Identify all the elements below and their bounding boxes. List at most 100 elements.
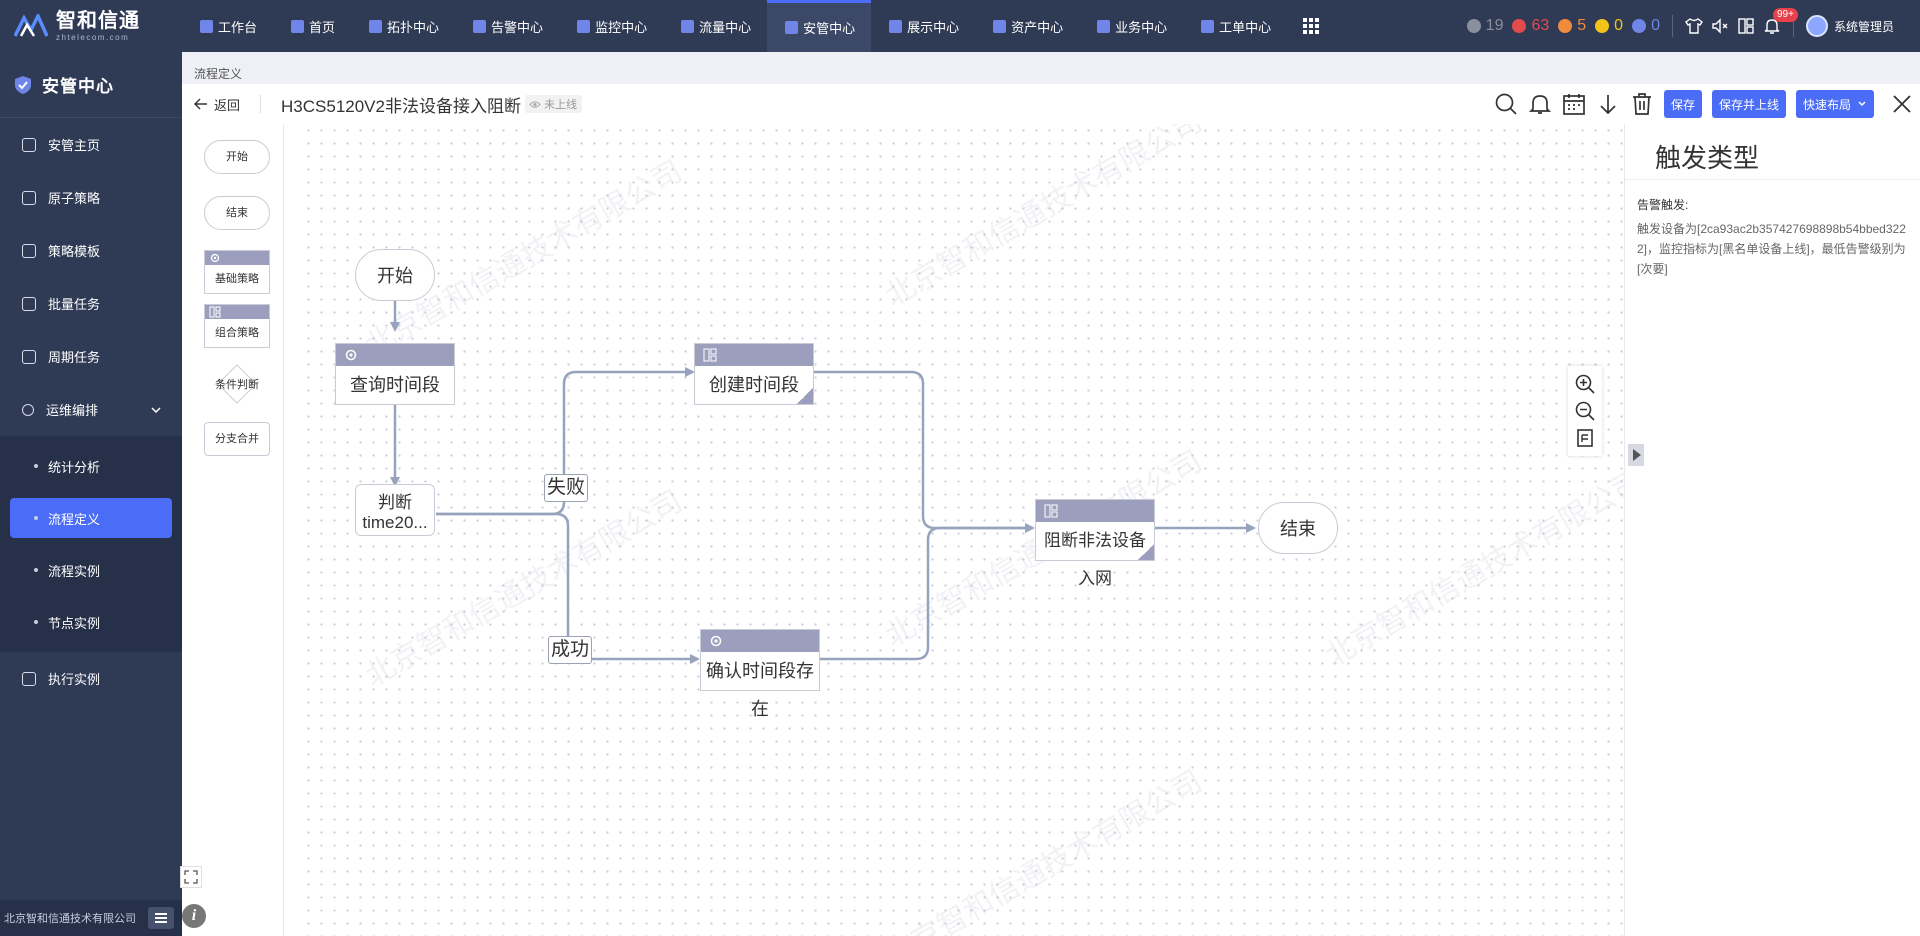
editor-toolbar: 保存 保存并上线 快速布局 <box>1494 90 1920 118</box>
sidebar-subitem-2[interactable]: 流程实例 <box>0 544 182 596</box>
workbench-icon <box>200 19 213 33</box>
logo-title: 智和信通 <box>56 9 140 32</box>
home-icon <box>291 19 305 33</box>
status-count-2[interactable]: 5 <box>1558 17 1586 35</box>
back-button[interactable]: 返回 <box>182 95 240 114</box>
nav-tab-6[interactable]: 安管中心 <box>767 0 872 52</box>
panel-label: 告警触发: <box>1637 198 1689 212</box>
panel-collapse-toggle[interactable] <box>1628 444 1644 466</box>
palette-end[interactable]: 结束 <box>204 196 270 230</box>
bell-icon[interactable] <box>1528 92 1552 116</box>
logo-subtitle: zhtelecom.com <box>56 32 130 42</box>
flow-node-block[interactable]: 阻断非法设备入网 <box>1035 499 1155 588</box>
mute-icon[interactable] <box>1711 17 1729 35</box>
menu-toggle-icon[interactable] <box>148 907 174 929</box>
bullet-icon <box>34 516 38 520</box>
edge-create-block <box>812 370 1035 533</box>
status-text: 未上线 <box>544 99 578 111</box>
zoom-out-icon[interactable] <box>1574 400 1596 422</box>
app-grid-icon[interactable] <box>1303 18 1320 34</box>
palette-start[interactable]: 开始 <box>204 140 270 174</box>
flow-node-condition[interactable]: 判断time20... <box>355 484 435 536</box>
trash-icon[interactable] <box>1630 92 1654 116</box>
divider <box>260 95 262 113</box>
sidebar-item-label: 执行实例 <box>48 672 101 687</box>
flow-node-end[interactable]: 结束 <box>1258 502 1338 554</box>
nav-tab-8[interactable]: 资产中心 <box>975 0 1079 52</box>
nav-tab-9[interactable]: 业务中心 <box>1079 0 1183 52</box>
user-menu[interactable]: 系统管理员 <box>1805 15 1916 37</box>
nav-tab-0[interactable]: 工作台 <box>182 0 273 52</box>
sidebar-item-0[interactable]: 安管主页 <box>0 118 182 171</box>
palette-combo-strategy[interactable]: 组合策略 <box>204 304 270 348</box>
sidebar-item-1[interactable]: 原子策略 <box>0 171 182 224</box>
palette-basic-strategy[interactable]: 基础策略 <box>204 250 270 294</box>
edge-label-success[interactable]: 成功 <box>548 636 593 664</box>
execution-icon <box>22 671 36 686</box>
flow-edges <box>390 268 1256 664</box>
status-count-0[interactable]: 19 <box>1466 17 1503 35</box>
corner-marker <box>1138 544 1154 560</box>
edge-label-fail[interactable]: 失败 <box>544 474 589 502</box>
top-navbar: 智和信通 zhtelecom.com 工作台首页拓扑中心告警中心监控中心流量中心… <box>0 0 1920 52</box>
flow-canvas[interactable]: 北京智和信通技术有限公司 北京智和信通技术有限公司 北京智和信通技术有限公司 北… <box>302 124 1624 936</box>
sidebar-item-execution[interactable]: 执行实例 <box>0 652 182 705</box>
status-count-4[interactable]: 0 <box>1632 17 1660 35</box>
nav-tab-4[interactable]: 监控中心 <box>559 0 663 52</box>
quick-layout-button[interactable]: 快速布局 <box>1795 90 1874 118</box>
layout-icon[interactable] <box>1737 17 1755 35</box>
alarm-icon <box>473 19 487 33</box>
gear-icon <box>710 635 722 647</box>
zoom-in-icon[interactable] <box>1574 373 1596 395</box>
status-count-3[interactable]: 0 <box>1595 17 1623 35</box>
sidebar-subitem-0[interactable]: 统计分析 <box>0 440 182 492</box>
sidebar-item-4[interactable]: 周期任务 <box>0 330 182 383</box>
fullscreen-icon[interactable] <box>180 866 202 888</box>
shield-icon <box>785 21 799 34</box>
shirt-icon[interactable] <box>1685 17 1703 35</box>
palette-condition[interactable]: 条件判断 <box>204 364 270 404</box>
sidebar-item-2[interactable]: 策略模板 <box>0 224 182 277</box>
clock-icon <box>22 349 36 364</box>
nav-tab-5[interactable]: 流量中心 <box>663 0 767 52</box>
nav-tab-1[interactable]: 首页 <box>273 0 351 52</box>
sidebar: 安管中心 安管主页原子策略策略模板批量任务周期任务 运维编排 统计分析流程定义流… <box>0 52 182 936</box>
bell-icon[interactable]: 99+ <box>1763 8 1798 35</box>
gear-icon <box>210 253 220 263</box>
nav-tab-10[interactable]: 工单中心 <box>1183 0 1287 52</box>
info-icon[interactable]: i <box>182 904 206 928</box>
palette-branch-merge[interactable]: 分支合并 <box>204 422 270 456</box>
sidebar-group-orchestration[interactable]: 运维编排 <box>0 383 182 436</box>
x-circle-icon <box>1466 19 1481 33</box>
flow-node-create[interactable]: 创建时间段 <box>694 343 814 405</box>
status-count-1[interactable]: 63 <box>1512 17 1549 35</box>
calendar-icon[interactable] <box>1562 92 1586 116</box>
sidebar-item-3[interactable]: 批量任务 <box>0 277 182 330</box>
nav-tab-3[interactable]: 告警中心 <box>455 0 559 52</box>
company-name: 北京智和信通技术有限公司 <box>4 913 136 925</box>
eye-icon <box>529 101 541 108</box>
nav-tab-2[interactable]: 拓扑中心 <box>351 0 455 52</box>
fit-page-icon[interactable] <box>1574 427 1596 449</box>
close-icon[interactable] <box>1890 92 1914 116</box>
save-button[interactable]: 保存 <box>1663 90 1702 118</box>
save-publish-button[interactable]: 保存并上线 <box>1711 90 1786 118</box>
flow-node-start[interactable]: 开始 <box>355 249 435 301</box>
palette-label: 基础策略 <box>215 273 259 285</box>
monitor-icon <box>577 19 591 33</box>
flow-node-confirm[interactable]: 确认时间段存在 <box>700 629 820 719</box>
logo[interactable]: 智和信通 zhtelecom.com <box>0 0 182 52</box>
sidebar-subitem-3[interactable]: 节点实例 <box>0 596 182 648</box>
home-icon <box>22 137 36 152</box>
sidebar-header: 安管中心 <box>0 52 182 118</box>
search-icon[interactable] <box>1494 92 1518 116</box>
corner-marker <box>797 388 813 404</box>
flow-node-query[interactable]: 查询时间段 <box>335 343 455 405</box>
sidebar-subitem-1[interactable]: 流程定义 <box>10 498 172 538</box>
nav-tab-7[interactable]: 展示中心 <box>871 0 975 52</box>
business-icon <box>1097 19 1111 33</box>
sidebar-subitem-label: 流程实例 <box>48 563 101 579</box>
arrow-down-icon[interactable] <box>1596 92 1620 116</box>
sidebar-item-label: 安管主页 <box>48 138 101 153</box>
